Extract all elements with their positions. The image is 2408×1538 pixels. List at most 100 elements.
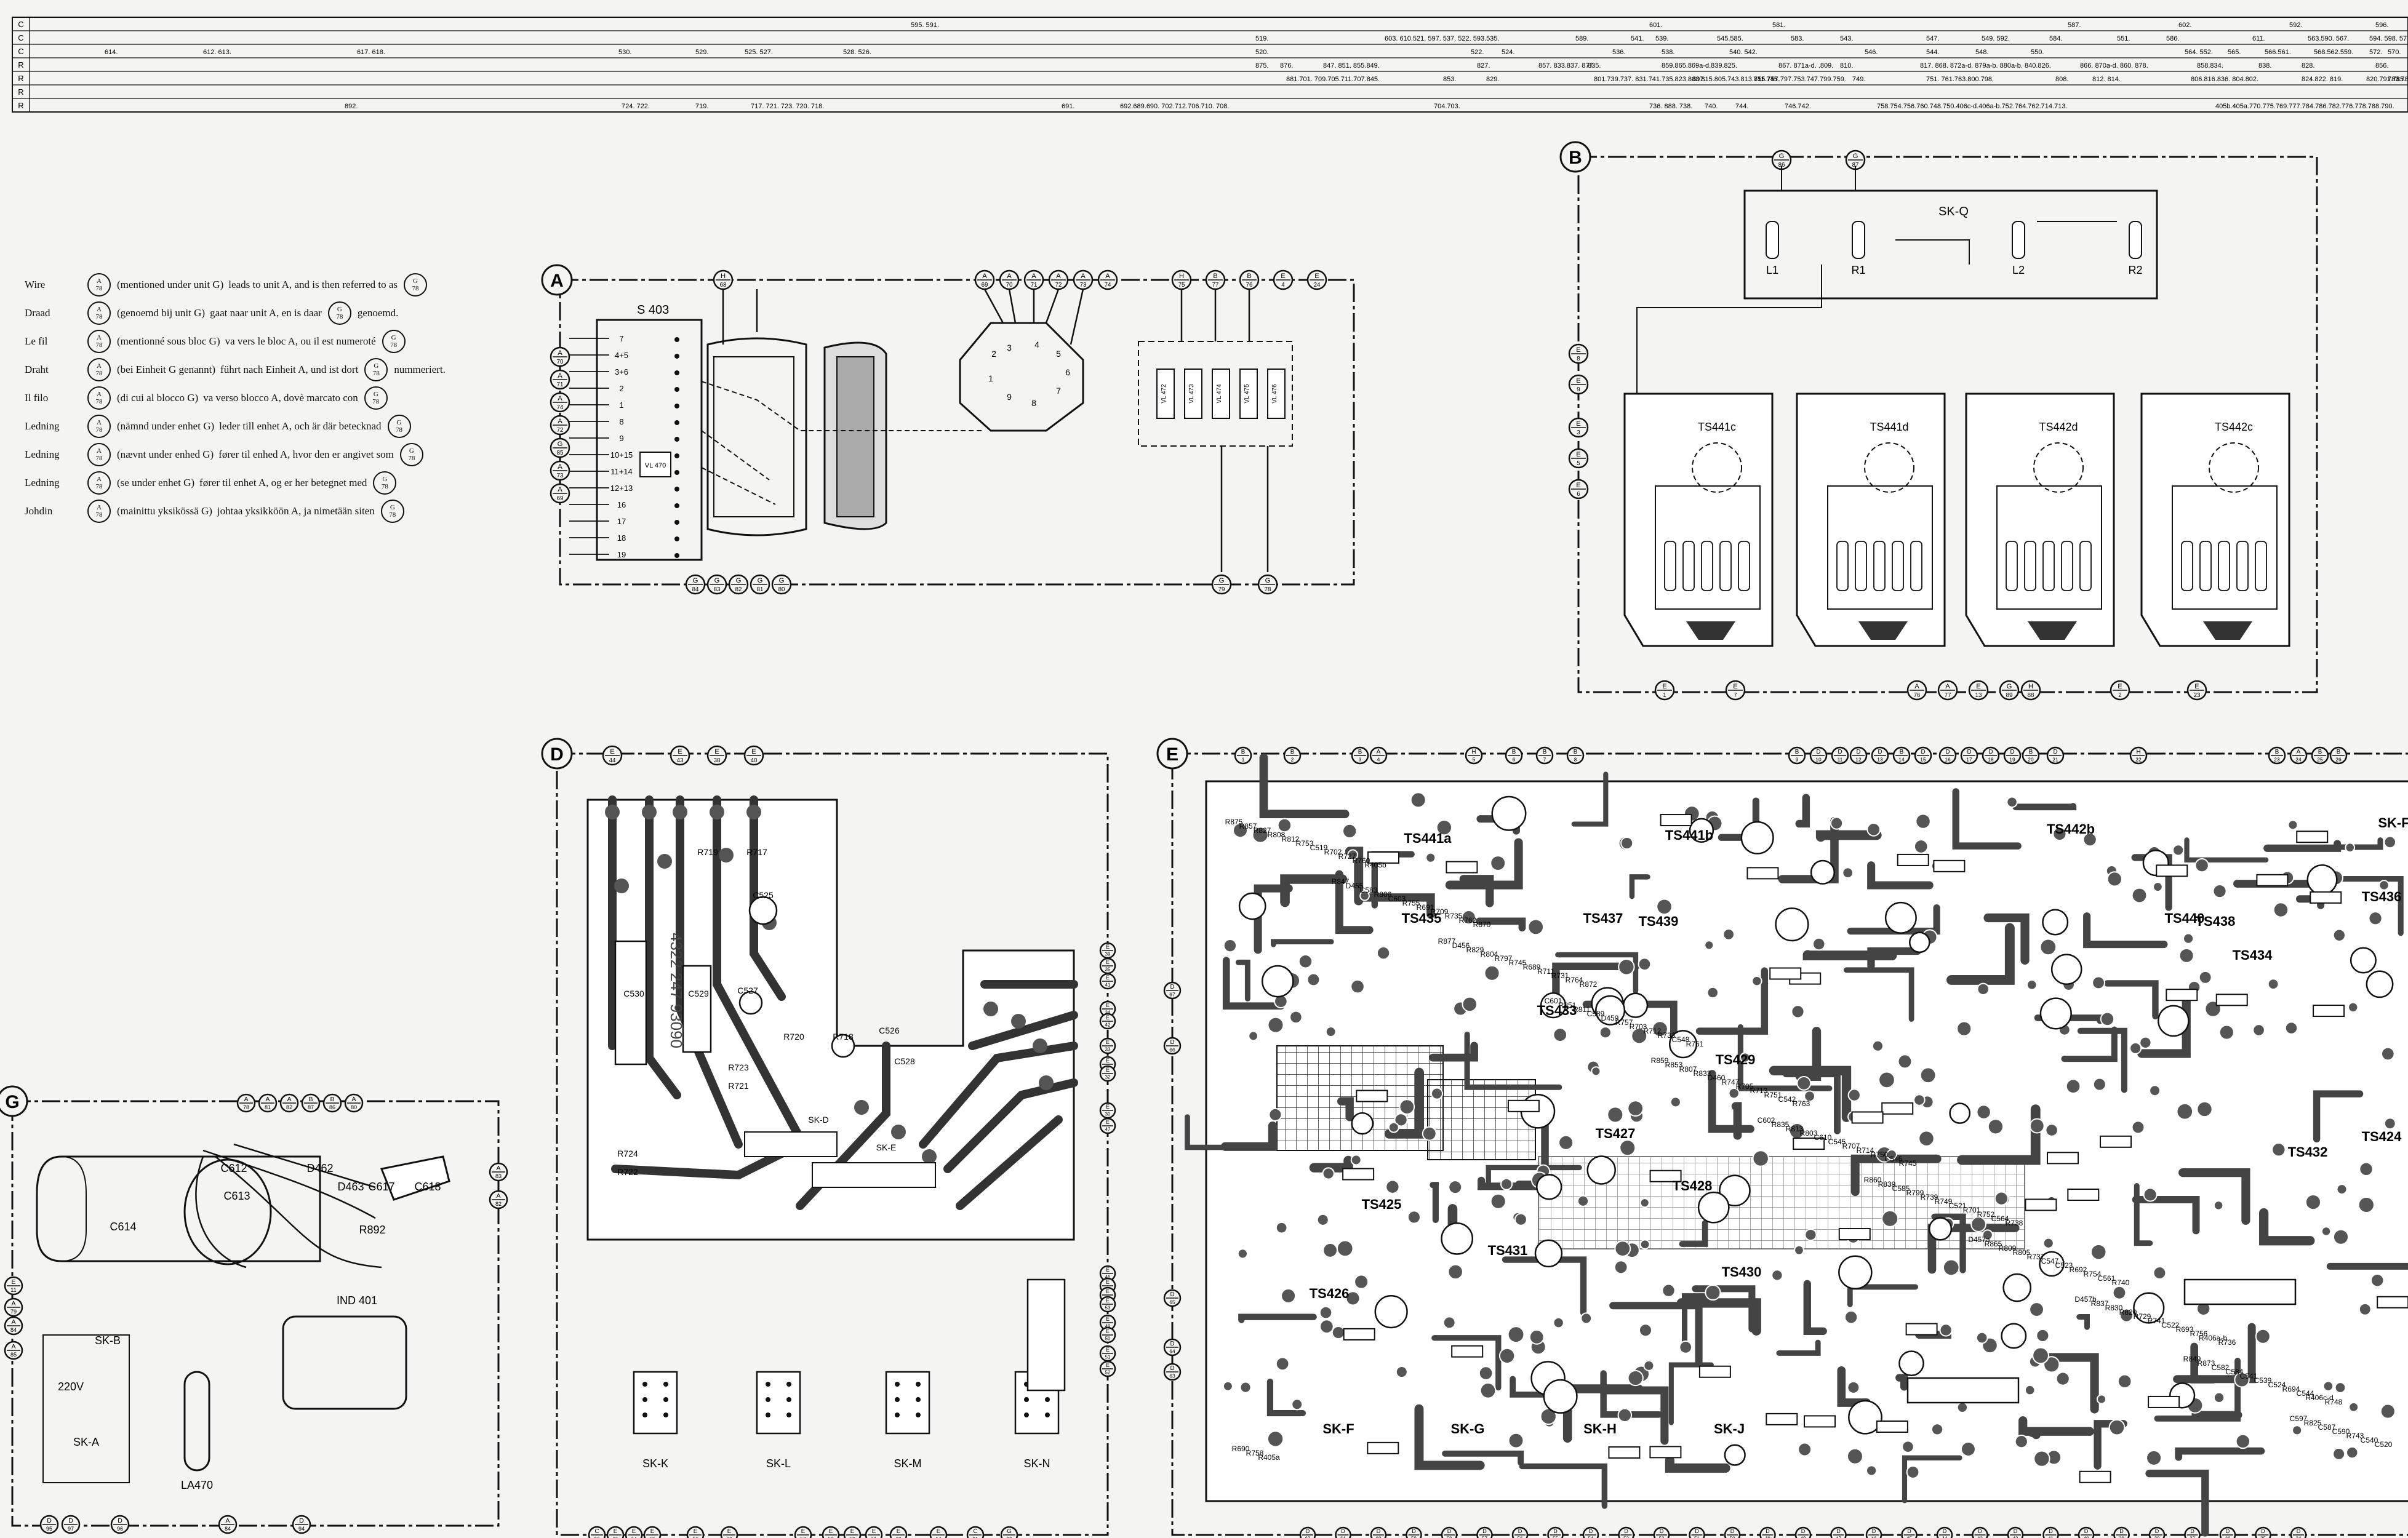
table-cell: 828. [2302,62,2314,70]
table-cell: 544. [1926,49,1939,56]
e-part-label: R747 [1722,1078,1740,1086]
e-transistor-label: TS441b [1665,827,1713,843]
connector-unit: H [2028,683,2033,690]
connector-port: E60 [720,1526,738,1538]
connector-port: E39 [1099,942,1116,959]
legend-text-end: nummeriert. [394,364,446,375]
connector-number: 20 [2028,756,2034,762]
connector-port: D11 [1831,746,1849,765]
connector-port: A73 [550,460,570,481]
connector-port: D12 [1849,746,1868,765]
table-cell: 550. [2031,49,2044,56]
connector-unit: E [714,748,719,755]
e-transistor-label: TS436 [2362,889,2402,904]
connector-port: E64 [625,1526,643,1538]
e-part-label: R740 [2112,1278,2130,1287]
connector-port: E44 [602,745,623,766]
unit-label-b: B [1559,141,1591,173]
e-part-label: R870 [1473,920,1491,929]
b-component: L1 [1766,264,1778,276]
bubble-bottom: 78 [336,313,343,321]
socket-pin: 1 [988,373,993,383]
e-part-label: R873 [2198,1359,2215,1368]
legend-word: Wire [25,279,46,290]
g-component: C618 [414,1181,441,1193]
connector-number: 89 [2006,692,2013,699]
connector-port: G82 [728,574,749,595]
table-cell: 881.701. 709.705.711.707.845. [1286,76,1380,83]
connector-port: E6 [1568,479,1589,500]
connector-unit: G [714,577,720,584]
table-cell: 892. [345,103,358,110]
e-part-label: D457a [1968,1235,1990,1244]
e-part-label: R711 [1537,967,1554,976]
connector-unit: B [1290,749,1295,755]
e-transistor-label: TS429 [1716,1052,1756,1067]
fuse-label: VL 472 [1161,384,1167,404]
bubble-bottom: 78 [95,483,103,490]
connector-port: D45 [1901,1526,1918,1538]
connector-port: D41 [2042,1526,2059,1538]
connector-port: E50 [1099,1326,1116,1344]
table-cell: 584. [2049,35,2062,42]
connector-number: 56 [692,1536,698,1538]
connector-unit: D [1377,1528,1381,1534]
e-part-label: R853 [1665,1061,1683,1069]
switch-pin: 2 [619,384,623,393]
table-cell: 807. [1692,76,1705,83]
legend-text-before: (genoemd bij unit G) [117,307,206,319]
connector-unit: E [829,1528,833,1535]
connector-port: A77 [1937,680,1958,701]
connector-port: D39 [2113,1526,2130,1538]
connector-port: B87 [301,1093,321,1113]
connector-unit: E [1733,683,1738,690]
connector-port: A73 [1073,269,1094,290]
connector-port: E2 [2110,680,2130,701]
connector-unit: D [1695,1528,1699,1534]
connector-unit: A [351,1096,356,1103]
connector-number: 74 [557,404,564,411]
e-part-label: R738 [2006,1219,2023,1227]
connector-port: D18 [1982,746,2000,765]
connector-number: 3 [1577,429,1580,436]
connector-number: 40 [751,757,758,764]
connector-number: 25 [2317,756,2323,762]
connector-unit: E [614,1528,618,1535]
e-part-label: R707 [1842,1142,1860,1150]
connector-port: E13 [1968,680,1989,701]
e-part-label: R835 [1772,1120,1790,1129]
connector-unit: D [47,1517,52,1524]
connector-port: E57 [794,1526,812,1538]
connector-number: 88 [2028,692,2034,699]
connector-unit: E [1576,346,1581,354]
connector-number: 84 [692,586,699,593]
bubble-top: G [374,362,379,370]
table-row-label: R [18,60,23,70]
e-part-label: R405a [1258,1453,1280,1462]
connector-port: G78 [1257,574,1278,595]
e-part-label: C585 [1892,1184,1910,1193]
table-cell: 563.590. 567. [2308,35,2349,42]
connector-unit: E [1106,1328,1110,1334]
connector-port: E23 [2186,680,2207,701]
socket-pin: 7 [1056,386,1061,396]
connector-number: 79 [10,1309,17,1315]
d-component: SK-D [808,1115,828,1125]
d-component: R724 [617,1149,638,1158]
connector-number: 5 [1473,756,1476,762]
e-transistor-label: SK-G [1451,1421,1485,1436]
connector-number: 1 [1242,756,1245,762]
connector-unit: D [1730,1528,1735,1534]
e-part-label: R735 [1445,912,1463,920]
e-part-label: C583 [1360,886,1378,895]
bubble-top: G [409,447,414,455]
connector-number: 54 [1588,1536,1594,1538]
e-part-label: R406a-b [2199,1334,2227,1342]
connector-unit: E [897,1528,901,1535]
connector-unit: D [1988,749,1993,755]
connector-port: C90 [588,1526,606,1538]
